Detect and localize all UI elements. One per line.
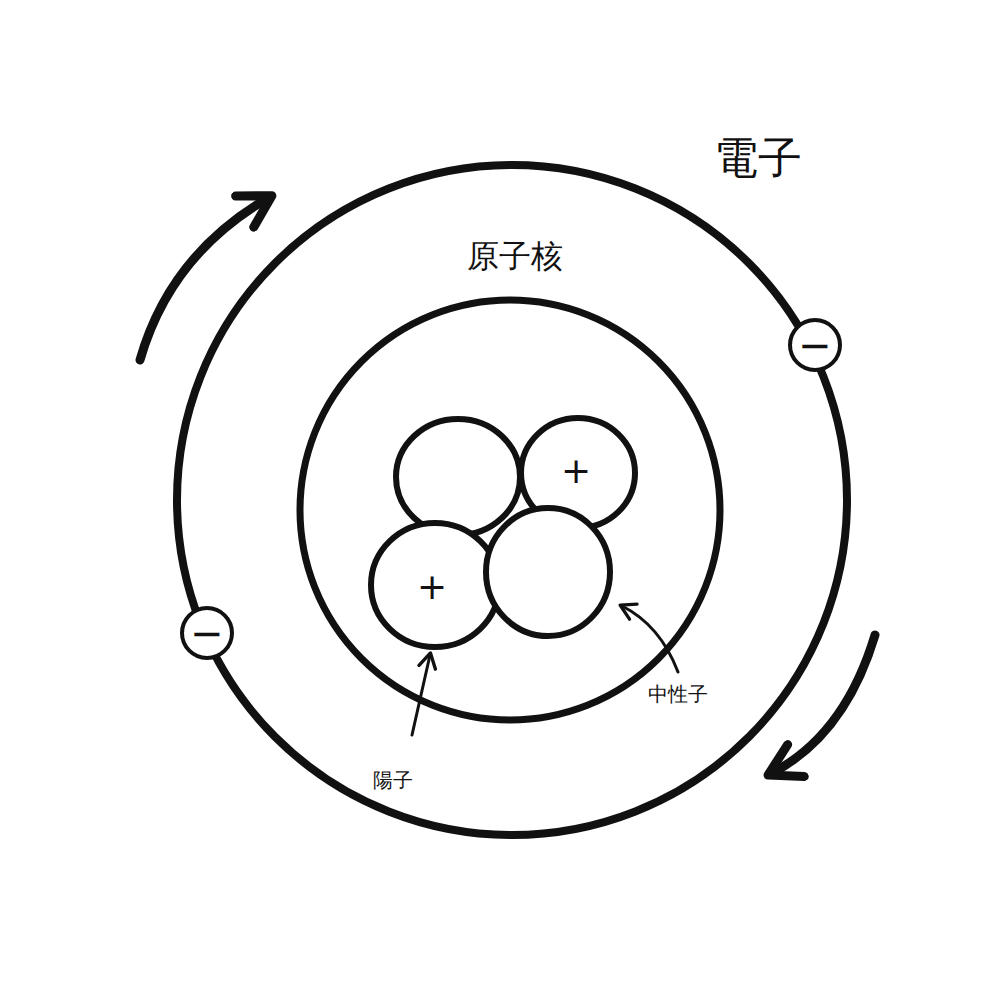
electron — [182, 608, 232, 658]
electron — [790, 320, 840, 370]
electron-label: 電子 — [714, 136, 802, 180]
charge-sign: − — [798, 325, 832, 365]
neutron-label: 中性子 — [648, 684, 708, 704]
electron-orbit — [177, 165, 847, 835]
leader-arrow — [622, 606, 678, 672]
charge-sign: + — [561, 453, 591, 489]
nucleus-circle — [300, 300, 720, 720]
neutron — [396, 419, 520, 535]
nucleus-label: 原子核 — [467, 240, 563, 272]
charge-sign: + — [417, 569, 447, 605]
neutron — [486, 508, 610, 636]
motion-arrow — [772, 635, 875, 773]
proton-label: 陽子 — [373, 770, 413, 790]
motion-arrow — [140, 198, 268, 360]
proton — [371, 523, 499, 647]
leader-arrow — [412, 655, 430, 735]
charge-sign: − — [190, 613, 224, 653]
